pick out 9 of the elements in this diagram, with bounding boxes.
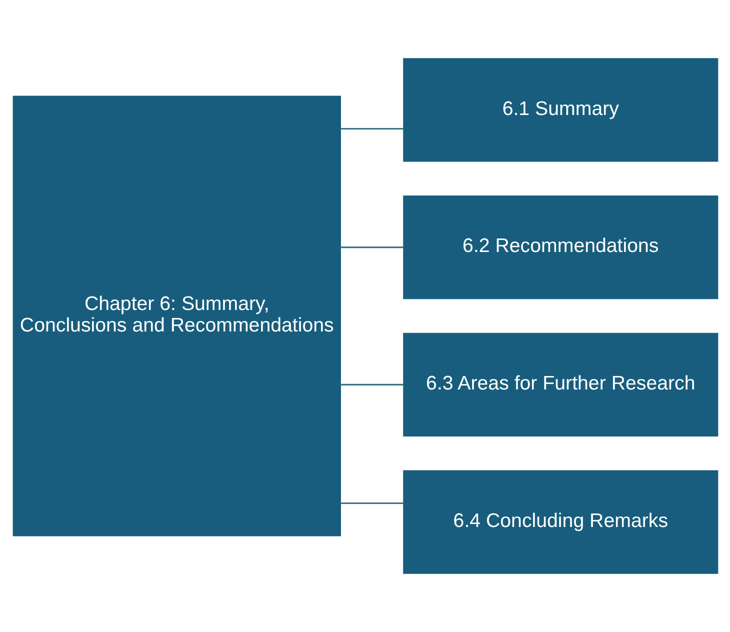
connector [340,246,404,248]
node-box: Chapter 6: Summary, Conclusions and Recommendations [12,96,340,536]
node-box: 6.1 Summary [402,58,718,162]
node-box: 6.4 Concluding Remarks [402,470,718,574]
connector [340,384,404,386]
connector [340,502,404,504]
node-box: 6.3 Areas for Further Research [402,332,718,436]
connector [340,128,404,130]
node-box: 6.2 Recommendations [402,196,718,300]
